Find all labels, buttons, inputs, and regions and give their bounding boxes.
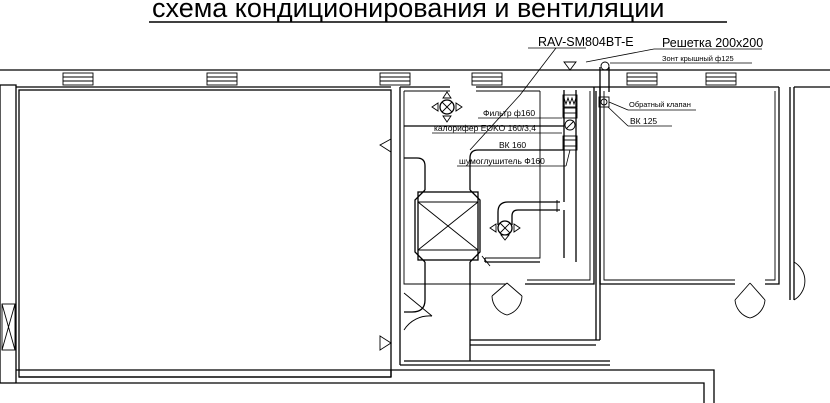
fan-icon-upper <box>431 91 463 123</box>
heater-icon <box>562 107 578 119</box>
grille-icon-top <box>563 61 577 71</box>
label-vk160: ВК 160 <box>499 140 526 150</box>
building-walls <box>0 69 830 403</box>
window-5 <box>626 72 658 86</box>
door-right <box>734 282 766 319</box>
doors <box>403 261 806 331</box>
window-6 <box>705 72 737 86</box>
label-grille: Решетка 200х200 <box>662 36 763 50</box>
label-roof-cap: Зонт крышный ф125 <box>662 54 734 63</box>
door-far-right <box>793 261 806 301</box>
roof-cap-icon <box>600 61 610 71</box>
fan-icon-lower <box>489 220 521 241</box>
window-4 <box>471 72 503 86</box>
filter-icon <box>562 94 578 108</box>
door-middle-1 <box>403 292 433 331</box>
label-heater: калорифер EOKO 160/3,4 <box>434 123 536 133</box>
air-handling-unit <box>414 189 481 263</box>
door-middle-2 <box>491 282 523 316</box>
label-vk125: ВК 125 <box>630 116 657 126</box>
window-3 <box>379 72 411 86</box>
silencer-icon <box>562 135 578 151</box>
label-silencer: шумоглушитель Ф160 <box>459 156 545 166</box>
damper-vk160-icon <box>564 119 576 131</box>
grille-icon-left-lower <box>379 335 392 351</box>
label-filter: Фильтр ф160 <box>483 108 535 118</box>
windows <box>1 72 737 351</box>
window-2 <box>206 72 238 86</box>
duct-network <box>404 67 610 361</box>
window-left-wall <box>1 303 16 351</box>
label-unit: RAV-SM804BT-E <box>538 35 634 49</box>
scheme-title: схема кондиционирования и вентиляции <box>152 0 664 23</box>
label-check-valve: Обратный клапан <box>629 100 691 109</box>
grille-icon-left-upper <box>379 138 392 153</box>
leader-lines <box>432 47 762 167</box>
window-1 <box>62 72 94 86</box>
